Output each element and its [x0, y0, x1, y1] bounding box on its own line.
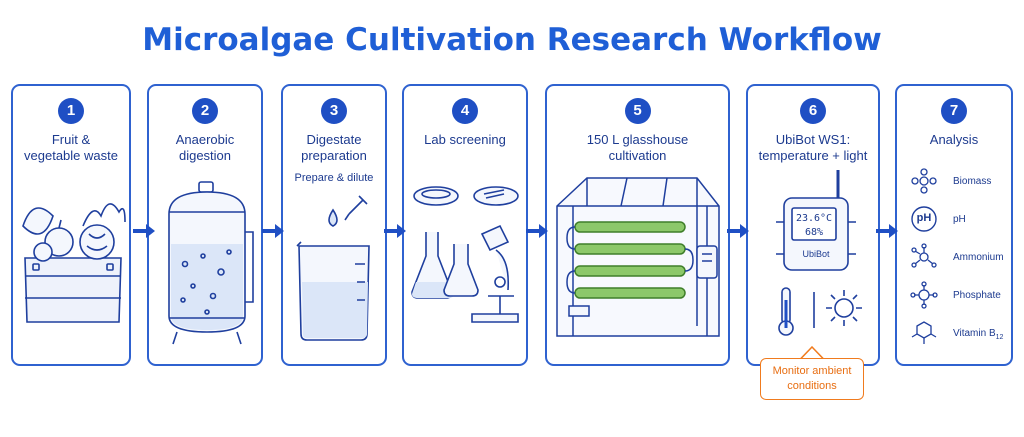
- digester-tank-icon: [168, 181, 254, 345]
- step-sublabel: Prepare & dilute: [294, 172, 374, 184]
- ubibot-display-humidity: 68%: [804, 227, 824, 238]
- analysis-item-biomass: Biomass: [905, 166, 1005, 198]
- flow-arrow-icon: [876, 224, 898, 238]
- ammonium-icon: [911, 243, 937, 268]
- analysis-item-label: Ammonium: [953, 252, 1004, 263]
- analysis-item-ph: pH pH: [905, 204, 1005, 236]
- callout-text: Monitor ambient conditions: [772, 365, 852, 392]
- phosphate-icon: [910, 281, 938, 309]
- ubibot-display-temperature: 23.6°C: [795, 213, 833, 224]
- step-card-glasshouse-cultivation: 5 150 L glasshouse cultivation: [545, 84, 730, 366]
- step-label: UbiBot WS1: temperature + light: [758, 132, 868, 163]
- step-label: Lab screening: [424, 132, 506, 147]
- step-number: 3: [321, 98, 347, 124]
- analysis-item-label: Vitamin B12: [953, 328, 1003, 341]
- flow-arrow-icon: [133, 224, 155, 238]
- step-number: 1: [58, 98, 84, 124]
- analysis-item-label: Biomass: [953, 176, 992, 187]
- monitor-conditions-callout: Monitor ambient conditions: [760, 358, 864, 400]
- step-card-fruit-waste: 1 Fruit & vegetable waste: [11, 84, 131, 366]
- crate-of-produce-icon: [22, 203, 126, 323]
- step-number: 7: [941, 98, 967, 124]
- step-label: Digestate preparation: [301, 132, 367, 163]
- step-label: Fruit & vegetable waste: [24, 132, 118, 163]
- callout-pointer-icon: [800, 346, 824, 360]
- step-card-lab-screening: 4 Lab screening: [402, 84, 528, 366]
- flasks-microscope-icon: [411, 186, 519, 323]
- ph-icon: [911, 206, 937, 232]
- analysis-item-vitamin-b12: Vitamin B12: [905, 318, 1005, 350]
- step-card-anaerobic-digestion: 2 Anaerobic digestion: [147, 84, 263, 366]
- ph-badge-text: pH: [916, 212, 932, 224]
- step-label: Anaerobic digestion: [175, 132, 235, 163]
- step-number: 6: [800, 98, 826, 124]
- step-card-ubibot-monitoring: 6 UbiBot WS1: temperature + light 23.6°C…: [746, 84, 880, 366]
- diagram-title: Microalgae Cultivation Research Workflow: [142, 22, 882, 58]
- analysis-item-label: Phosphate: [953, 290, 1001, 301]
- vitamin-b12-icon: [911, 321, 937, 344]
- flow-arrow-icon: [384, 224, 406, 238]
- analysis-item-ammonium: Ammonium: [905, 242, 1005, 274]
- biomass-icon: [911, 168, 937, 194]
- beaker-dropper-icon: [296, 195, 370, 341]
- step-card-digestate-preparation: 3 Digestate preparation Prepare & dilute: [281, 84, 387, 366]
- step-number: 2: [192, 98, 218, 124]
- step-number: 5: [624, 98, 651, 124]
- step-number: 4: [452, 98, 478, 124]
- flow-arrow-icon: [262, 224, 284, 238]
- step-label: Analysis: [929, 132, 979, 147]
- ubibot-sensor-icon: [776, 170, 862, 336]
- ubibot-brand-label: UbiBot: [802, 249, 830, 259]
- flow-arrow-icon: [526, 224, 548, 238]
- flow-arrow-icon: [727, 224, 749, 238]
- step-label: 150 L glasshouse cultivation: [586, 132, 689, 163]
- analysis-item-label: pH: [953, 214, 966, 225]
- vitamin-subscript: 12: [995, 334, 1004, 341]
- vitamin-label-text: Vitamin B: [953, 328, 996, 339]
- glasshouse-photobioreactor-icon: [556, 177, 720, 337]
- analysis-item-phosphate: Phosphate: [905, 280, 1005, 312]
- step-card-analysis: 7 Analysis Biomass pH pH: [895, 84, 1013, 366]
